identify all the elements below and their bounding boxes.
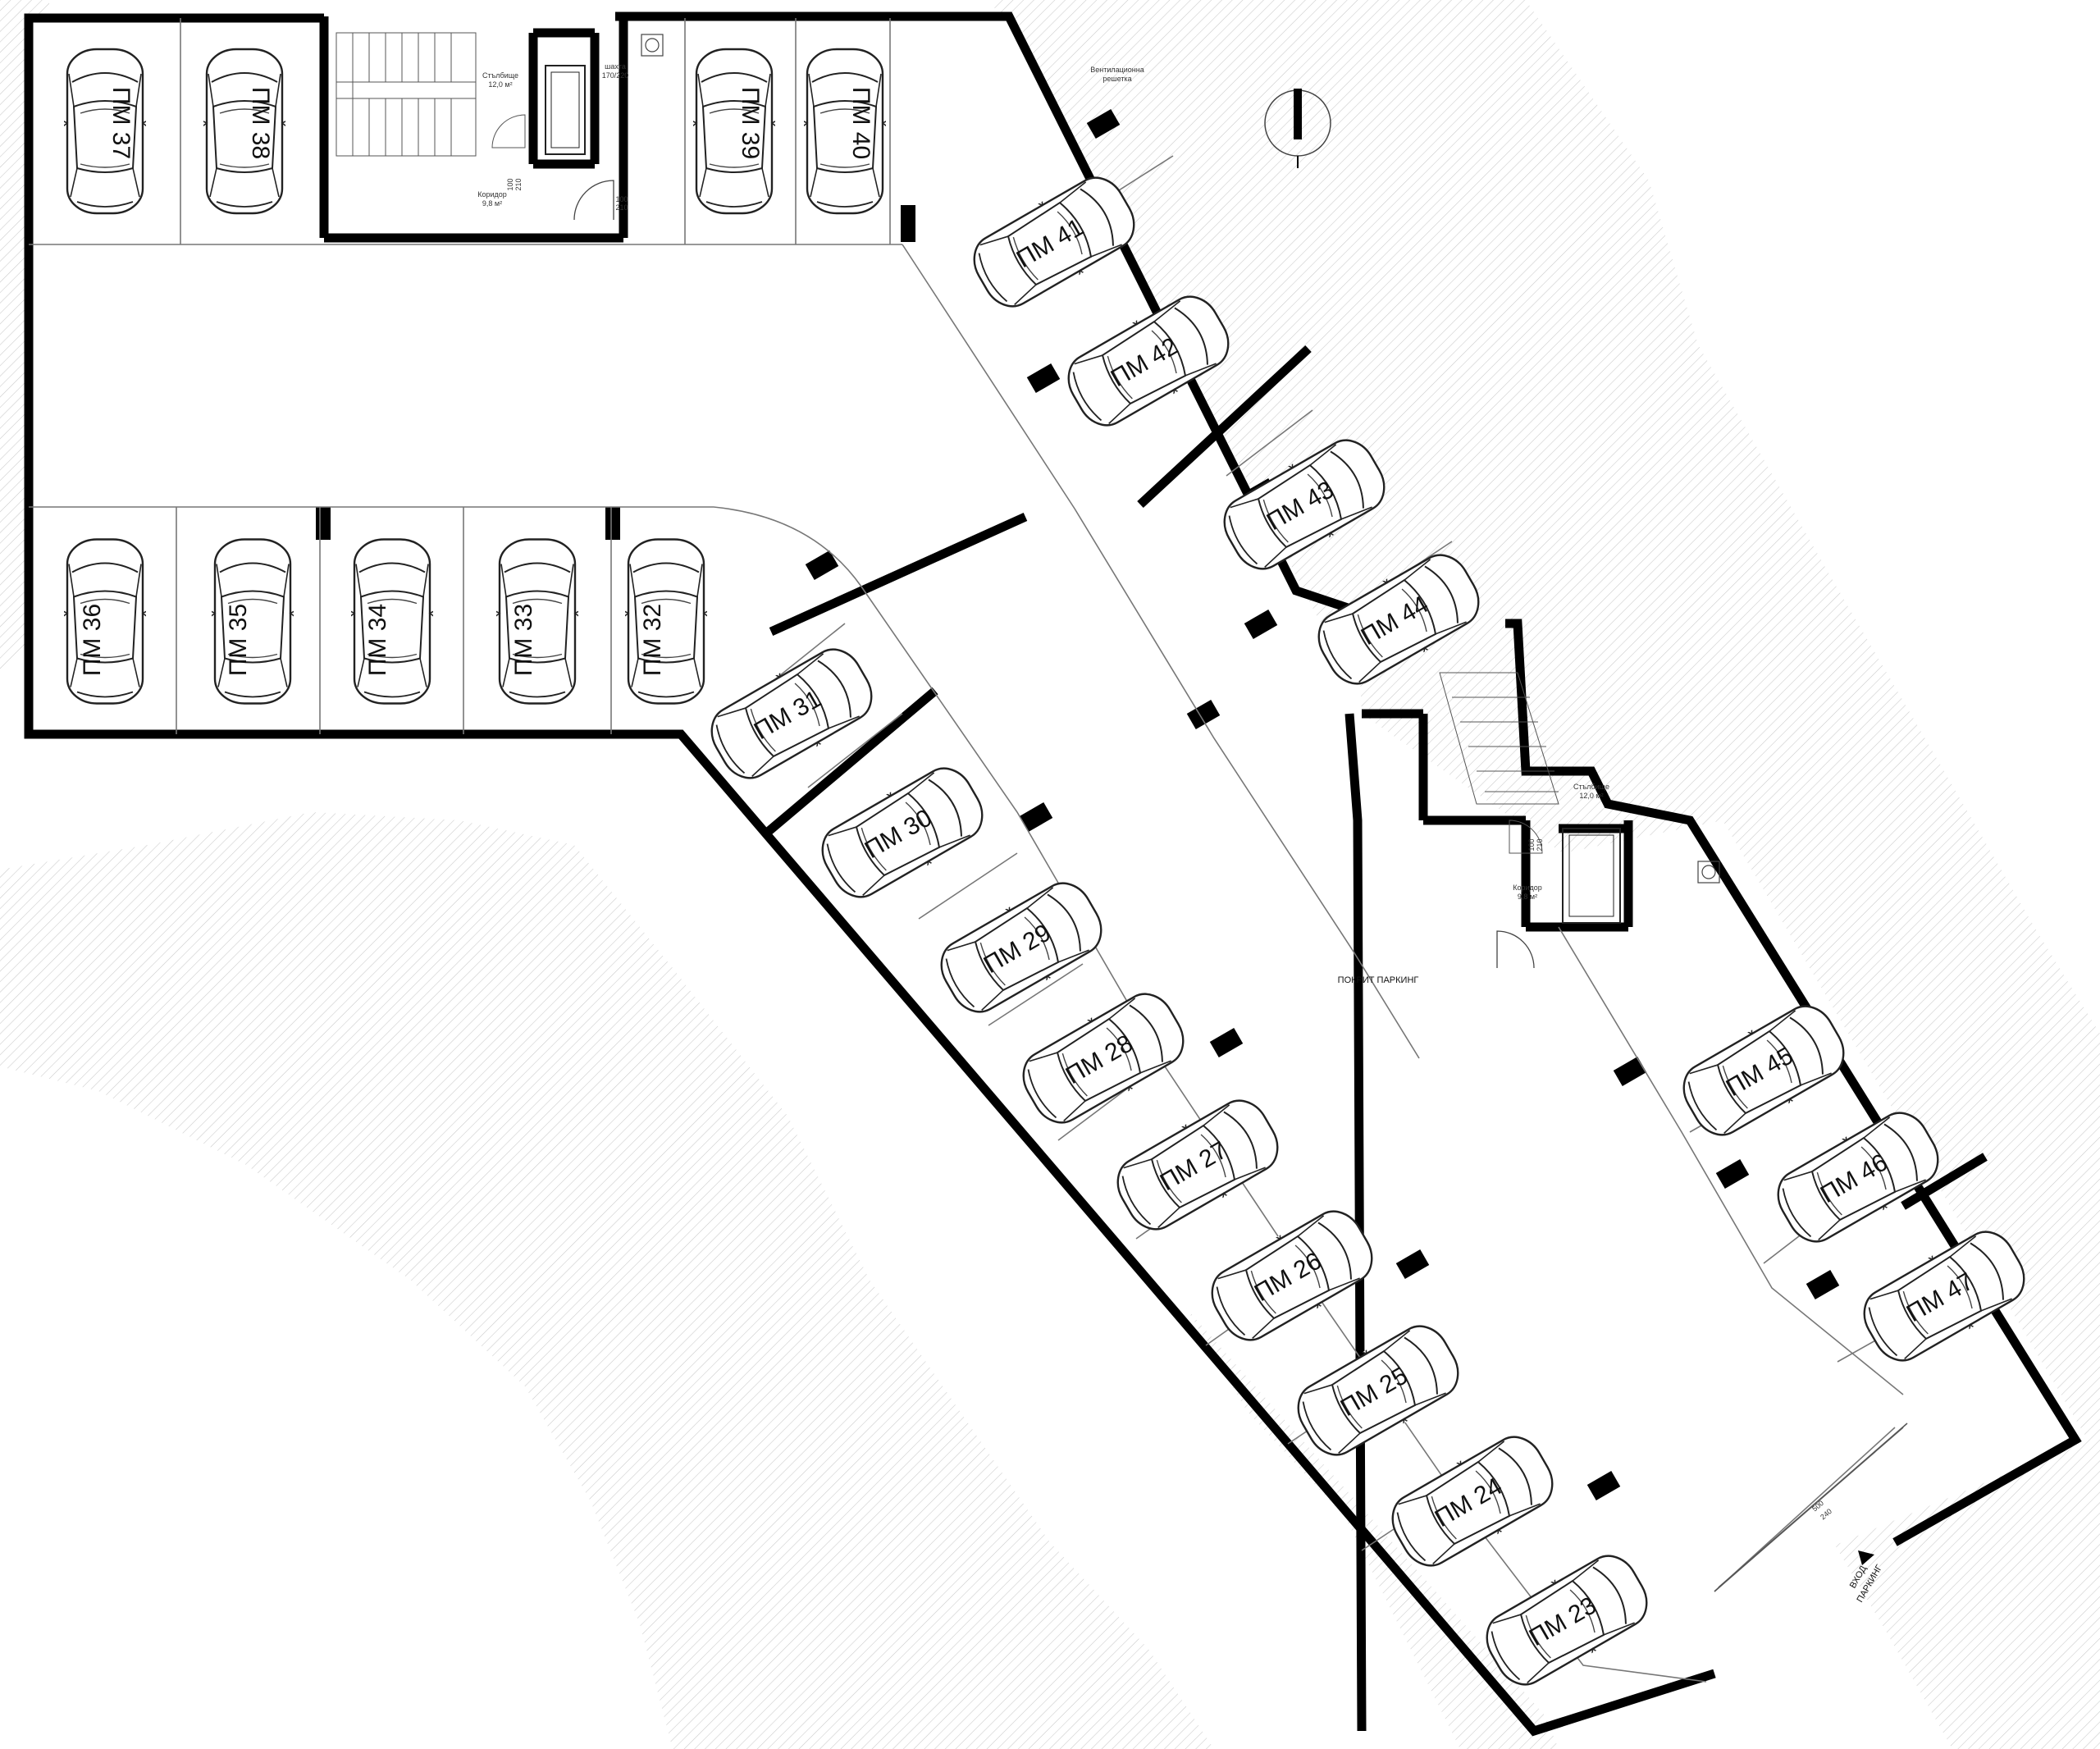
space-label: ПМ 33 — [510, 604, 537, 676]
shaft-size: 170/220 — [602, 71, 629, 80]
door3-height: 210 — [1536, 838, 1544, 851]
door2-height: 210 — [615, 203, 628, 212]
vent-grille-label-1: Вентилационна — [1090, 66, 1144, 74]
car-icon — [693, 48, 775, 215]
door-swing-icon — [573, 180, 614, 221]
inner-walls — [319, 16, 1988, 1210]
stair2-area: 12,0 м² — [1579, 792, 1603, 800]
stair1-name: Стълбище — [482, 71, 518, 80]
space-label: ПМ 36 — [79, 604, 106, 676]
space-label: ПМ 35 — [225, 604, 252, 676]
car-icon — [203, 48, 285, 215]
space-label: ПМ 40 — [847, 87, 874, 159]
stairs-icon — [336, 32, 526, 157]
car-icon — [496, 537, 578, 706]
door-swing-icon — [1496, 930, 1535, 969]
elevator-icon — [1562, 828, 1621, 924]
shaft-name: шахта — [605, 62, 626, 71]
space-label: ПМ 37 — [107, 87, 135, 159]
corridor2-area: 9,8 м² — [1518, 893, 1537, 901]
door1-height: 210 — [514, 178, 523, 190]
door1-size: 100 — [506, 178, 514, 190]
space-label: ПМ 32 — [639, 604, 666, 676]
elevator-icon — [545, 65, 586, 155]
space-label: ПМ 38 — [247, 87, 274, 159]
car-icon — [804, 48, 886, 215]
ventilation-fan-icon — [641, 34, 1720, 884]
entrance-arrow-icon — [1858, 1550, 1874, 1565]
space-label: ПМ 39 — [737, 87, 764, 159]
car-icon — [351, 537, 433, 706]
parking-floor — [29, 16, 2088, 1731]
north-arrow-icon — [1264, 89, 1331, 168]
covered-parking-label: ПОКРИТ ПАРКИНГ — [1338, 975, 1419, 985]
stair2-name: Стълбище — [1573, 783, 1609, 791]
entrance-gate — [1714, 1422, 1908, 1592]
space-label: ПМ 34 — [364, 604, 391, 676]
corridor1-name: Коридор — [477, 190, 507, 199]
corridor2-name: Коридор — [1513, 884, 1542, 892]
car-icon — [64, 48, 146, 215]
stair1-area: 12,0 м² — [488, 80, 512, 89]
corridor1-area: 9,8 м² — [482, 199, 502, 208]
stairs-icon — [1439, 672, 1559, 854]
car-icon — [625, 537, 707, 706]
car-icon — [212, 537, 294, 706]
vent-grille-label-2: решетка — [1102, 75, 1131, 83]
door2-size: 100 — [615, 195, 628, 203]
door3-size: 100 — [1527, 838, 1536, 851]
